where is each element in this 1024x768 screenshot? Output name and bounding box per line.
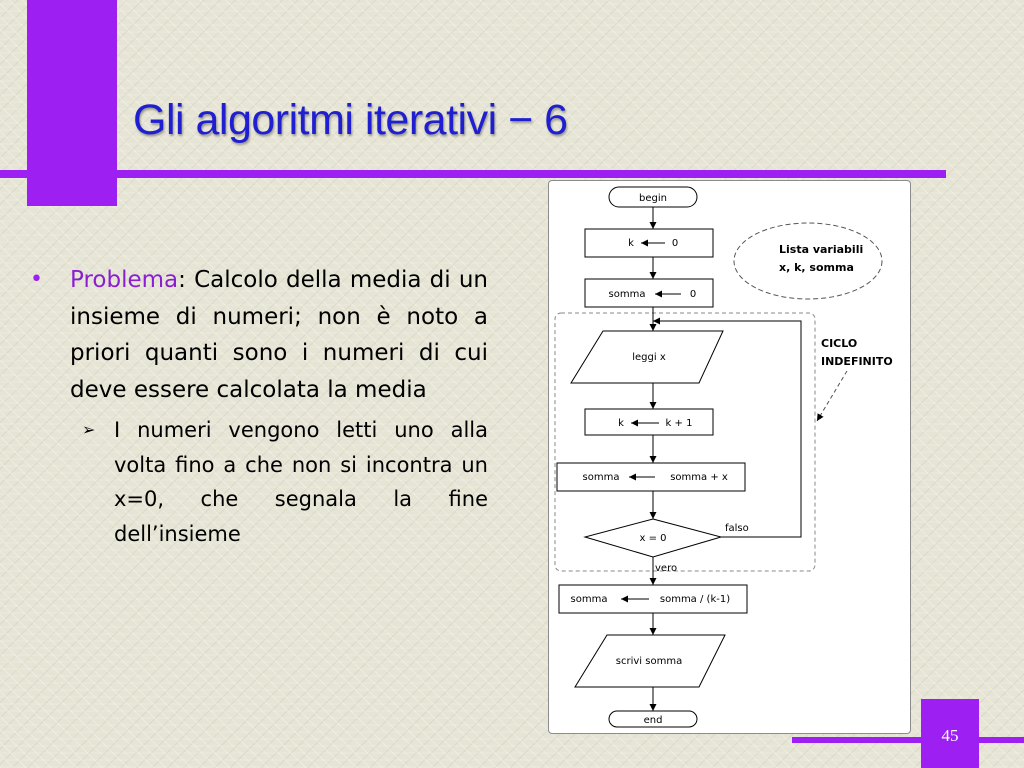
loop-region xyxy=(554,312,816,572)
arrow-bullet-icon: ➢ xyxy=(82,420,96,439)
somma-init-box xyxy=(584,278,714,308)
slide-content: • Problema: Calcolo della media di un in… xyxy=(30,262,488,551)
read-label: leggi x xyxy=(632,352,666,363)
media-expr: somma / (k-1) xyxy=(660,594,730,605)
variable-list-title: Lista variabili xyxy=(779,243,863,256)
begin-label: begin xyxy=(639,193,667,204)
page-number: 45 xyxy=(941,726,959,745)
k-init-var: k xyxy=(628,238,634,249)
false-label: falso xyxy=(725,523,749,534)
media-var: somma xyxy=(571,594,608,605)
sub-bullet-numeri: ➢ I numeri vengono letti uno alla volta … xyxy=(82,413,488,551)
sub-bullet-text: I numeri vengono letti uno alla volta fi… xyxy=(114,418,488,546)
footer-accent-line xyxy=(792,737,1024,743)
page-number-box xyxy=(921,699,979,768)
k-incr-box xyxy=(584,408,714,436)
flowchart-diagram: Lista variabili x, k, somma CICLO INDEFI… xyxy=(554,186,893,728)
bullet-problema: • Problema: Calcolo della media di un in… xyxy=(30,262,488,408)
write-label: scrivi somma xyxy=(616,656,682,667)
somma-init-var: somma xyxy=(609,289,646,300)
somma-incr-var: somma xyxy=(583,472,620,483)
loop-label-indefinito: INDEFINITO xyxy=(821,355,893,368)
false-loop-back-path xyxy=(653,317,802,538)
k-incr-var: k xyxy=(618,418,624,429)
problema-label: Problema xyxy=(70,267,179,293)
k-init-value: 0 xyxy=(672,238,678,249)
variable-list-items: x, k, somma xyxy=(779,261,854,274)
k-incr-expr: k + 1 xyxy=(666,418,693,429)
condition-label: x = 0 xyxy=(639,533,666,544)
loop-label-pointer xyxy=(816,370,848,422)
read-parallelogram xyxy=(570,330,724,384)
somma-init-value: 0 xyxy=(690,289,696,300)
somma-incr-expr: somma + x xyxy=(670,472,728,483)
end-terminal xyxy=(608,710,698,728)
bullet-text: Problema: Calcolo della media di un insi… xyxy=(70,262,488,408)
media-box xyxy=(558,584,748,614)
variable-list-ellipse xyxy=(733,222,883,300)
slide-title: Gli algoritmi iterativi − 6 xyxy=(133,96,568,144)
problema-description: : Calcolo della media di un insieme di n… xyxy=(70,267,488,403)
title-underline xyxy=(0,170,946,178)
k-init-box xyxy=(584,228,714,258)
loop-label-ciclo: CICLO xyxy=(821,337,857,350)
write-parallelogram xyxy=(574,634,726,688)
true-label: vero xyxy=(655,563,677,574)
flowchart-image: Lista variabili x, k, somma CICLO INDEFI… xyxy=(548,180,911,734)
bullet-marker: • xyxy=(30,267,43,292)
end-label: end xyxy=(644,715,663,726)
